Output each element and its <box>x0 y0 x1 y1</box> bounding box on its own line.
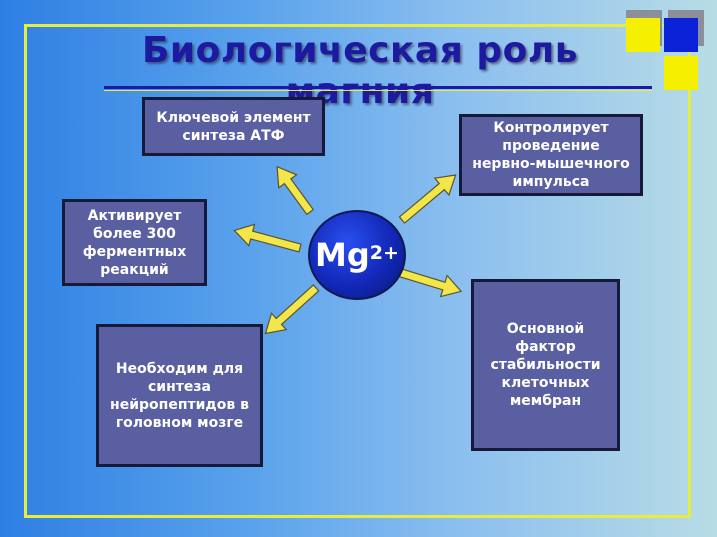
box-neuropeptides: Необходим для синтеза нейропептидов в го… <box>96 324 263 467</box>
box-membranes-line: стабильности <box>490 357 601 373</box>
box-membranes: Основной фактор стабильности клеточных м… <box>471 279 620 451</box>
box-nerve-line: проведение <box>502 138 600 154</box>
decor-square-yellow <box>664 56 698 90</box>
arrow-to-neuropeptides <box>264 284 320 335</box>
box-membranes-line: фактор <box>515 339 576 355</box>
box-enzymes-line: реакций <box>100 261 169 278</box>
box-membranes-line: клеточных <box>501 375 590 391</box>
title-underline-accent <box>104 90 652 91</box>
arrow-to-nerve <box>398 174 457 224</box>
decor-square-yellow <box>626 18 660 52</box>
arrow-to-membranes <box>396 267 463 298</box>
box-neuropeptides-line: синтеза <box>148 378 211 395</box>
box-neuropeptides-line: головном мозге <box>115 414 244 431</box>
box-neuropeptides-line: Необходим для <box>115 360 244 377</box>
arrow-to-atp <box>276 165 315 216</box>
box-enzymes-line: более 300 <box>93 225 176 242</box>
box-neuropeptides-line: нейропептидов в <box>110 396 249 413</box>
box-enzymes-line: Активирует <box>87 207 182 224</box>
element-symbol: Mg <box>315 236 370 274</box>
arrow-to-enzymes <box>233 223 302 253</box>
ion-charge: 2+ <box>369 242 399 264</box>
decor-square-blue <box>664 18 698 52</box>
box-nerve-line: Контролирует <box>493 120 609 136</box>
slide-frame <box>24 24 691 518</box>
box-enzymes-line: ферментных <box>82 243 187 260</box>
box-nerve-impulse: Контролирует проведение нервно-мышечного… <box>459 114 643 196</box>
box-nerve-line: нервно-мышечного <box>472 156 630 172</box>
box-membranes-line: мембран <box>509 393 582 409</box>
box-atp: Ключевой элемент синтеза АТФ <box>142 97 325 156</box>
box-membranes-line: Основной <box>506 321 585 337</box>
box-atp-line: синтеза АТФ <box>182 127 285 144</box>
title-underline <box>104 86 652 89</box>
box-nerve-line: импульса <box>512 174 590 190</box>
box-enzymes: Активирует более 300 ферментных реакций <box>62 199 207 286</box>
box-atp-line: Ключевой элемент <box>156 109 311 126</box>
